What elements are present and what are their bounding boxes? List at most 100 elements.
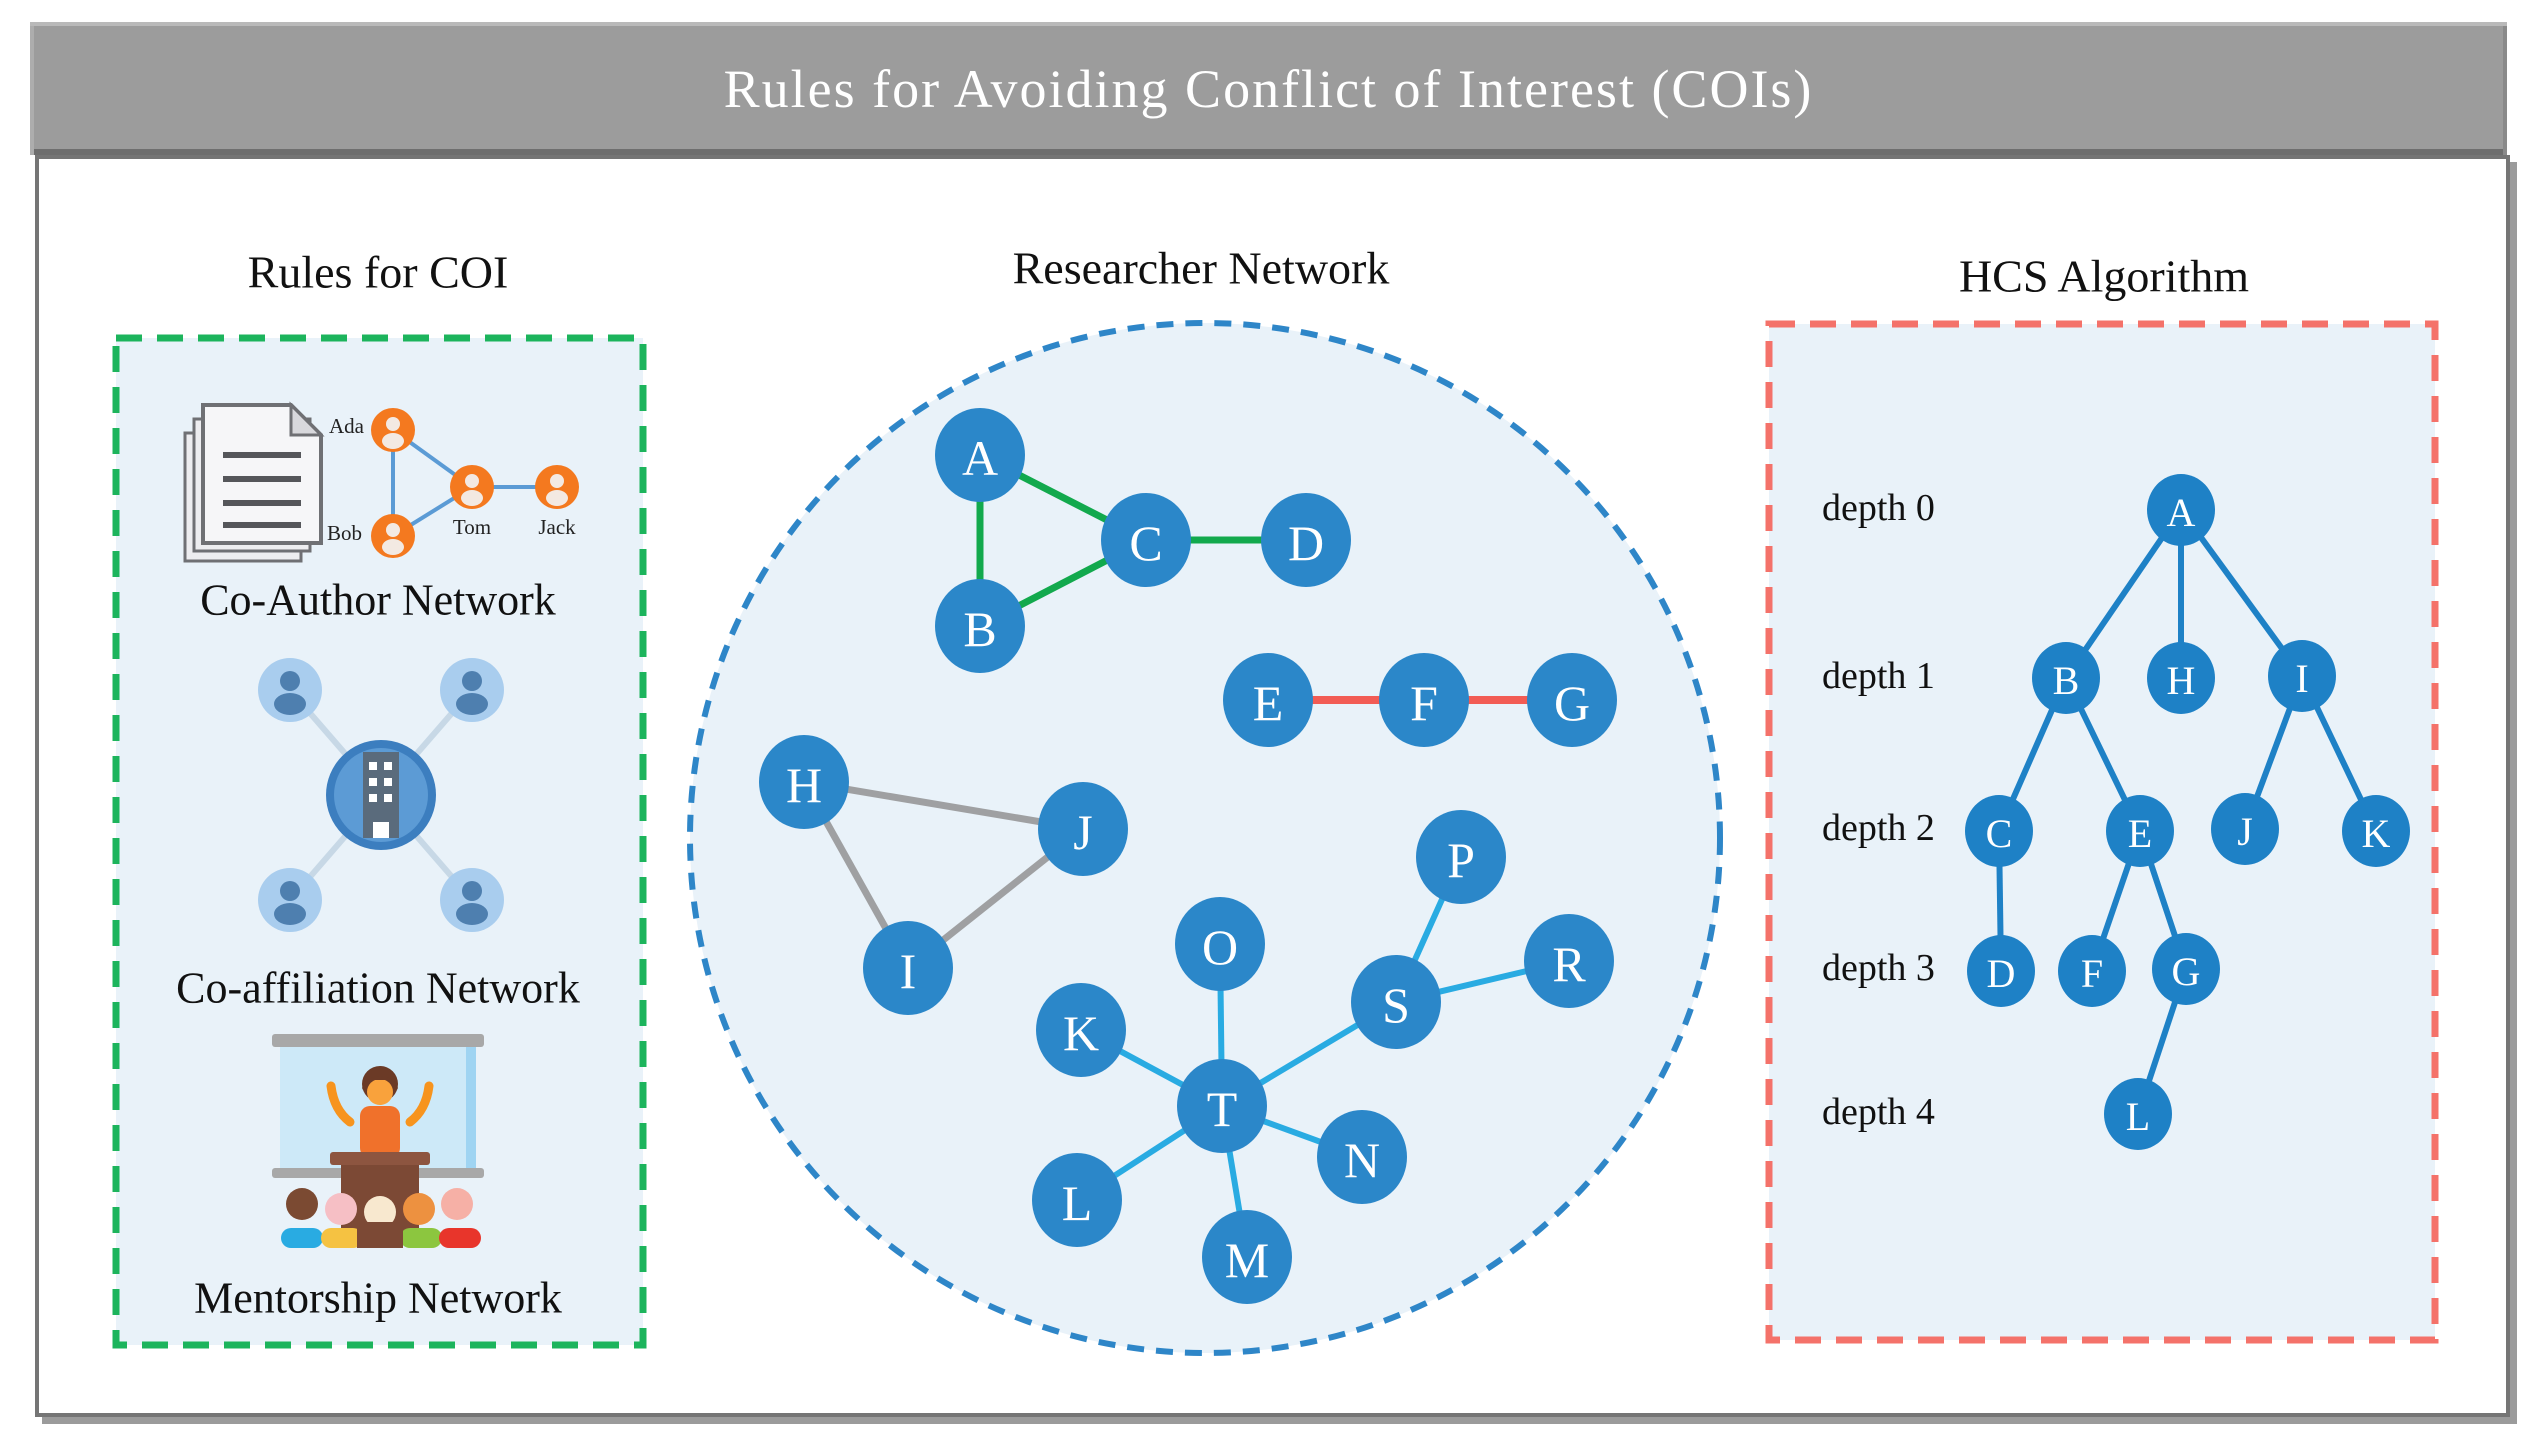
title-bar: Rules for Avoiding Conflict of Interest … xyxy=(30,22,2507,155)
researcher-node-label-S: S xyxy=(1382,977,1410,1033)
mentorship-icon xyxy=(272,1034,484,1248)
researcher-node-label-F: F xyxy=(1410,675,1438,731)
rules-panel-heading: Rules for COI xyxy=(247,246,509,298)
researcher-node-K: K xyxy=(1036,983,1126,1077)
researcher-node-label-O: O xyxy=(1202,919,1238,975)
hcs-node-F: F xyxy=(2058,935,2126,1007)
researcher-node-label-G: G xyxy=(1554,675,1590,731)
researcher-node-label-E: E xyxy=(1253,675,1284,731)
researcher-network-graph: A B C D E F G H I J K L MN O P R S T xyxy=(759,408,1617,1304)
hcs-node-K: K xyxy=(2342,795,2410,867)
researcher-node-label-M: M xyxy=(1225,1232,1269,1288)
hcs-node-label-A: A xyxy=(2167,490,2196,535)
researcher-node-label-T: T xyxy=(1207,1081,1238,1137)
coauthor-name-label: Tom xyxy=(453,515,491,539)
depth-3-label: depth 3 xyxy=(1822,947,1935,989)
coaffiliation-network-caption: Co-affiliation Network xyxy=(176,963,580,1013)
coauthor-name-label: Ada xyxy=(329,414,365,438)
depth-1-label: depth 1 xyxy=(1822,655,1935,697)
hcs-node-C: C xyxy=(1965,795,2033,867)
researcher-node-J: J xyxy=(1038,782,1128,876)
researcher-node-label-K: K xyxy=(1063,1005,1099,1061)
researcher-node-R: R xyxy=(1524,914,1614,1008)
hcs-node-label-D: D xyxy=(1987,951,2016,996)
hcs-node-A: A xyxy=(2147,474,2215,546)
coaffiliation-icon xyxy=(258,658,504,932)
affiliated-person-icon xyxy=(440,868,504,932)
documents-icon xyxy=(183,401,325,563)
researcher-node-H: H xyxy=(759,735,849,829)
hcs-panel-heading: HCS Algorithm xyxy=(1958,250,2250,302)
audience-body xyxy=(439,1228,481,1248)
researcher-node-label-C: C xyxy=(1129,515,1162,571)
mentorship-network-caption: Mentorship Network xyxy=(194,1273,562,1323)
researcher-node-S: S xyxy=(1351,955,1441,1049)
researcher-node-P: P xyxy=(1416,810,1506,904)
researcher-node-label-B: B xyxy=(963,601,996,657)
researcher-node-T: T xyxy=(1177,1059,1267,1153)
building-icon xyxy=(326,740,436,850)
coauthor-person-icon xyxy=(371,514,415,558)
researcher-edge-H-J xyxy=(803,778,1084,833)
researcher-node-label-I: I xyxy=(900,943,917,999)
audience-head xyxy=(325,1193,357,1225)
researcher-node-label-L: L xyxy=(1062,1175,1093,1231)
hcs-node-G: G xyxy=(2152,933,2220,1005)
hcs-node-B: B xyxy=(2032,642,2100,714)
researcher-node-label-A: A xyxy=(962,430,998,486)
audience-head xyxy=(441,1188,473,1220)
coauthor-name-label: Jack xyxy=(538,515,576,539)
depth-4-label: depth 4 xyxy=(1822,1091,1935,1133)
hcs-node-label-K: K xyxy=(2362,811,2391,856)
researcher-node-label-R: R xyxy=(1552,936,1586,992)
audience-body xyxy=(281,1228,323,1248)
researcher-node-D: D xyxy=(1261,493,1351,587)
hcs-node-label-I: I xyxy=(2295,656,2308,701)
researcher-node-M: M xyxy=(1202,1210,1292,1304)
depth-0-label: depth 0 xyxy=(1822,487,1935,529)
hcs-node-H: H xyxy=(2147,642,2215,714)
hcs-node-E: E xyxy=(2106,795,2174,867)
researcher-node-L: L xyxy=(1032,1153,1122,1247)
audience-body xyxy=(321,1228,363,1248)
hcs-node-label-H: H xyxy=(2167,658,2196,703)
researcher-node-B: B xyxy=(935,579,1025,673)
affiliated-person-icon xyxy=(258,658,322,722)
researcher-node-E: E xyxy=(1223,653,1313,747)
audience-head xyxy=(286,1188,318,1220)
hcs-node-label-J: J xyxy=(2237,809,2253,854)
figure-title: Rules for Avoiding Conflict of Interest … xyxy=(723,58,1814,119)
researcher-node-F: F xyxy=(1379,653,1469,747)
researcher-node-label-D: D xyxy=(1288,515,1324,571)
researcher-panel-heading: Researcher Network xyxy=(1012,242,1390,294)
researcher-node-O: O xyxy=(1175,897,1265,991)
coauthor-person-icon xyxy=(535,465,579,509)
coauthor-person-icon xyxy=(450,465,494,509)
researcher-node-label-H: H xyxy=(786,757,822,813)
hcs-node-L: L xyxy=(2104,1078,2172,1150)
hcs-node-I: I xyxy=(2268,640,2336,712)
researcher-node-G: G xyxy=(1527,653,1617,747)
hcs-node-label-C: C xyxy=(1986,811,2013,856)
researcher-node-A: A xyxy=(935,408,1025,502)
hcs-node-label-G: G xyxy=(2172,949,2201,994)
depth-2-label: depth 2 xyxy=(1822,807,1935,849)
affiliated-person-icon xyxy=(258,868,322,932)
researcher-region-circle xyxy=(687,320,1723,1356)
researcher-node-label-J: J xyxy=(1073,804,1092,860)
researcher-node-N: N xyxy=(1317,1110,1407,1204)
researcher-node-label-P: P xyxy=(1447,832,1475,888)
coauthor-person-icon xyxy=(371,408,415,452)
coauthor-name-label: Bob xyxy=(327,521,362,545)
researcher-node-C: C xyxy=(1101,493,1191,587)
hcs-node-label-L: L xyxy=(2126,1094,2150,1139)
researcher-node-I: I xyxy=(863,921,953,1015)
audience-body xyxy=(400,1228,442,1248)
coauthor-network-caption: Co-Author Network xyxy=(200,575,556,625)
hcs-node-D: D xyxy=(1967,935,2035,1007)
affiliated-person-icon xyxy=(440,658,504,722)
